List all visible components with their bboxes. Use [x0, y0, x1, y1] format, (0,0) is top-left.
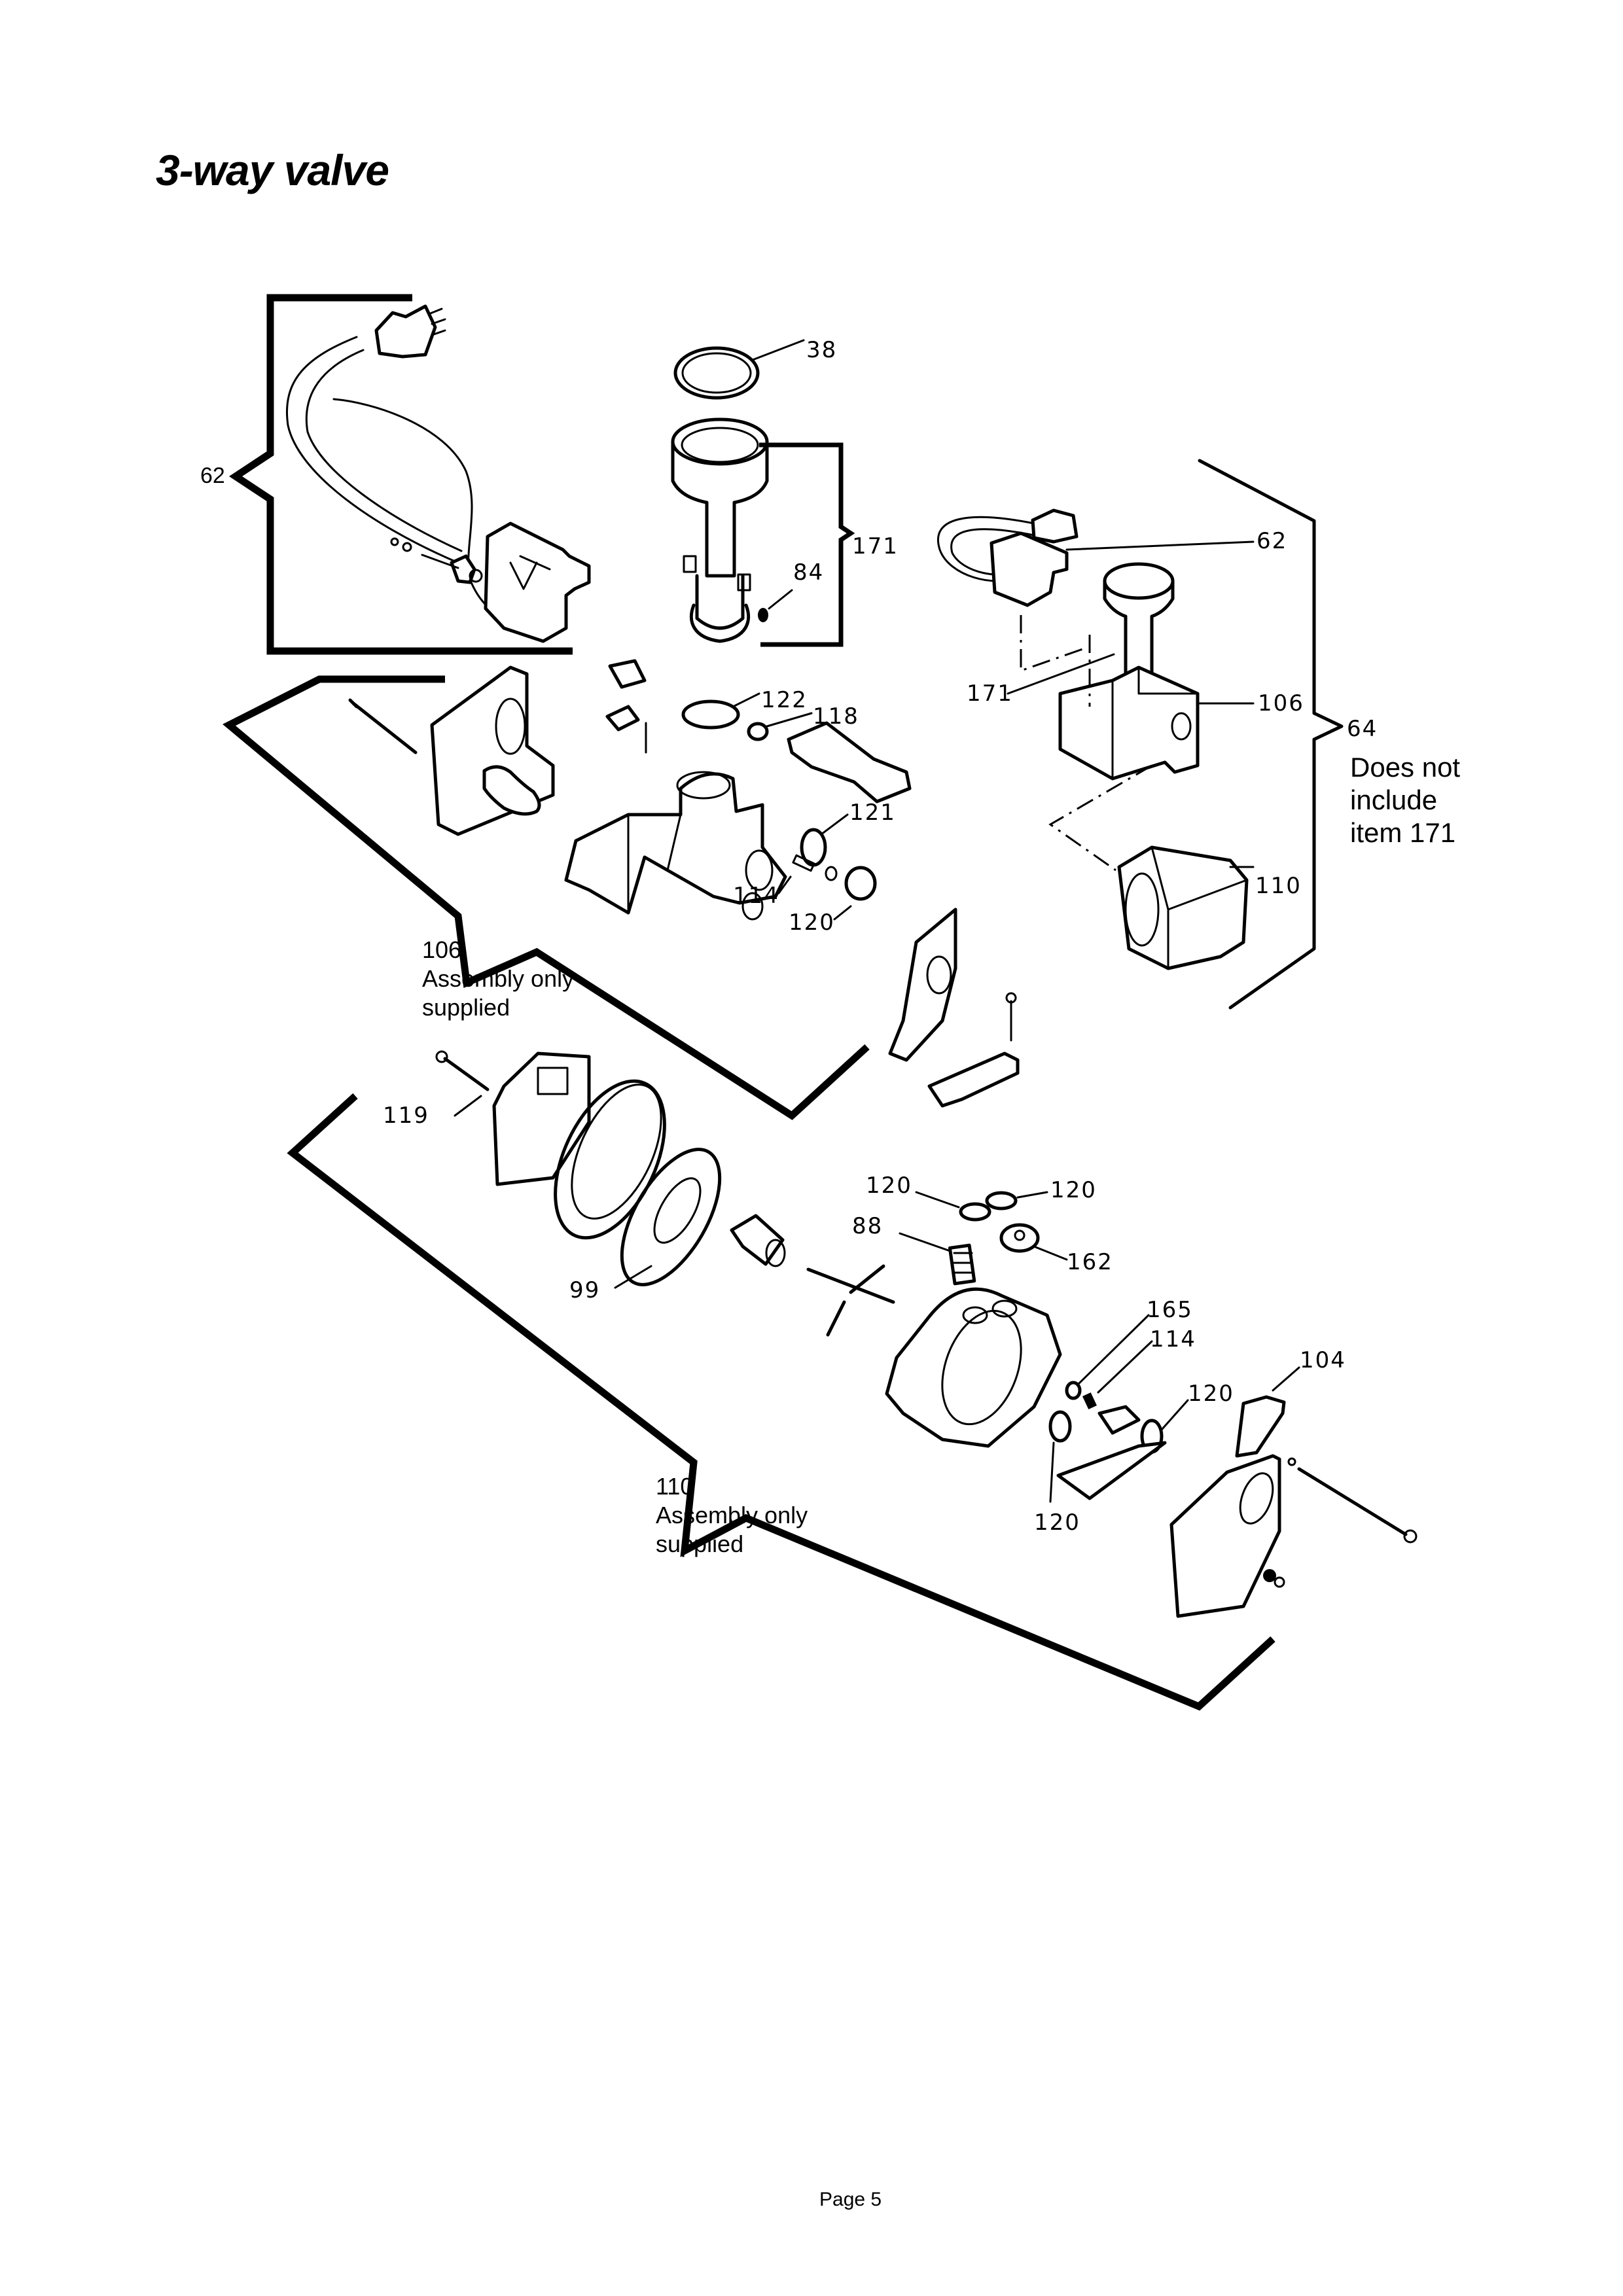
note-line: Assembly only: [422, 965, 575, 992]
callout-104: 104: [1300, 1347, 1346, 1373]
callout-84: 84: [793, 559, 825, 586]
callout-62: 62: [200, 463, 225, 488]
note-line: include: [1350, 785, 1438, 815]
callout-120-c: 120: [1050, 1177, 1097, 1203]
sleeve: [730, 1214, 786, 1267]
union-fitting-171: [671, 417, 769, 643]
bolt-119: [435, 1050, 490, 1117]
note-line: Does not: [1350, 752, 1461, 783]
callout-162: 162: [1067, 1249, 1113, 1275]
harness-62-right: [937, 508, 1255, 607]
callout-114-b: 114: [1150, 1326, 1196, 1352]
note-assembly-106: 106 Assembly only supplied: [422, 936, 574, 1022]
actuator-110-right: [1117, 845, 1255, 970]
assembly-number: 106: [422, 936, 462, 963]
callout-110-right: 110: [1255, 873, 1302, 899]
spring-plate: [787, 721, 912, 804]
filter-88: [899, 1232, 976, 1286]
washer-84: [758, 589, 793, 622]
big-bracket-110: [287, 1093, 1275, 1711]
seal-120-e: [1048, 1410, 1072, 1503]
big-bracket-106: [223, 675, 870, 1120]
cap-118: [747, 712, 813, 741]
union-171-right: [1103, 562, 1175, 682]
bracket-l: [888, 908, 1020, 1108]
note-line: Assembly only: [656, 1502, 808, 1528]
callout-62-right: 62: [1257, 528, 1288, 554]
lever-104: [1235, 1366, 1300, 1458]
callout-171: 171: [852, 533, 899, 559]
o-ring-121: [800, 813, 849, 867]
seal-120-b: [915, 1191, 991, 1222]
note-assembly-110: 110 Assembly only supplied: [656, 1472, 808, 1559]
callout-122: 122: [761, 687, 808, 713]
microswitch: [605, 659, 647, 754]
callout-88: 88: [852, 1213, 883, 1239]
o-ring-122: [681, 692, 760, 730]
mounting-plate: [348, 665, 555, 836]
assembly-number: 110: [656, 1473, 694, 1500]
spring-114-b: [1082, 1340, 1153, 1409]
diaphragm-99: [614, 1148, 722, 1289]
callout-120-d: 120: [1188, 1381, 1234, 1407]
leader-171-right: [1007, 653, 1115, 695]
callout-64: 64: [1347, 716, 1378, 742]
bush-162: [999, 1223, 1068, 1261]
seal-120-c: [985, 1191, 1048, 1210]
valve-body-106: [564, 771, 787, 921]
callout-165: 165: [1147, 1297, 1193, 1323]
end-plate: [1169, 1454, 1418, 1618]
o-ring-38: [673, 339, 805, 400]
callout-118: 118: [813, 703, 859, 730]
note-line: supplied: [656, 1530, 744, 1557]
note-item-64: Does not include item 171: [1350, 751, 1460, 849]
seal-120-d: [1056, 1399, 1189, 1500]
callout-38: 38: [806, 337, 838, 363]
bracket-62: [229, 294, 573, 655]
valve-body-106-right: [1058, 665, 1255, 781]
spring-114-a: [777, 854, 815, 894]
callout-120-b: 120: [866, 1173, 912, 1199]
valve-assembly-64-bracket: [1198, 459, 1344, 1010]
callout-120: 120: [789, 910, 835, 936]
note-line: item 171: [1350, 817, 1456, 848]
seal-120-a: [825, 866, 877, 921]
callout-121: 121: [849, 800, 896, 826]
bracket-171: [759, 442, 855, 647]
clip-165: [1065, 1314, 1150, 1400]
callout-106-right: 106: [1258, 690, 1304, 716]
callout-171-right: 171: [967, 680, 1013, 707]
wiring-harness-62: [286, 304, 591, 643]
housing: [885, 1287, 1062, 1448]
callout-120-e: 120: [1034, 1510, 1080, 1536]
page-number: Page 5: [819, 2189, 882, 2210]
dash-links: [1020, 615, 1152, 872]
page-title: 3-way valve: [156, 146, 389, 194]
callout-99: 99: [569, 1277, 601, 1303]
callout-114: 114: [733, 883, 779, 909]
shaft: [806, 1264, 895, 1337]
note-line: supplied: [422, 994, 510, 1021]
callout-119: 119: [383, 1103, 429, 1129]
